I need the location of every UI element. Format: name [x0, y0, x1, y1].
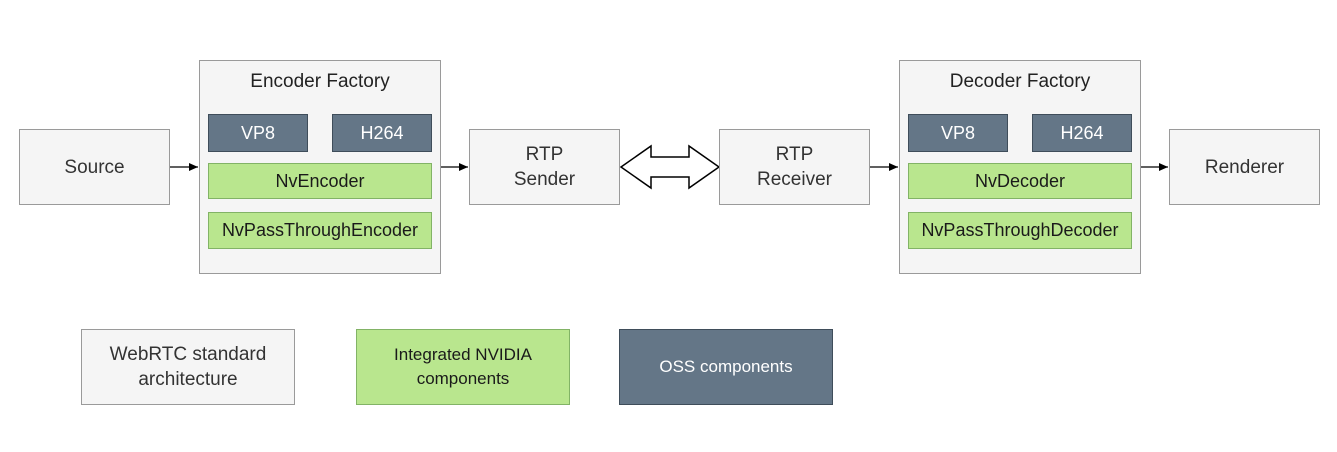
encoder-vp8: VP8	[208, 114, 308, 152]
legend-standard: WebRTC standard architecture	[81, 329, 295, 405]
legend-oss: OSS components	[619, 329, 833, 405]
renderer-label: Renderer	[1204, 156, 1285, 178]
bidirectional-rtp-arrow	[619, 144, 721, 190]
rtp-sender-label: RTP Sender	[513, 144, 576, 190]
source-node: Source	[19, 129, 170, 205]
decoder-vp8-label: VP8	[940, 122, 976, 143]
nv-passthrough-decoder-label: NvPassThroughDecoder	[921, 220, 1119, 240]
legend-standard-label: WebRTC standard architecture	[109, 344, 267, 390]
encoder-vp8-label: VP8	[240, 122, 276, 143]
rtp-receiver: RTP Receiver	[719, 129, 870, 205]
nv-encoder: NvEncoder	[208, 163, 432, 199]
source-label: Source	[64, 156, 125, 178]
renderer-node: Renderer	[1169, 129, 1320, 205]
rtp-receiver-label: RTP Receiver	[757, 144, 832, 190]
nv-passthrough-encoder-label: NvPassThroughEncoder	[221, 220, 419, 240]
decoder-factory-title: Decoder Factory	[949, 71, 1091, 92]
nv-decoder: NvDecoder	[908, 163, 1132, 199]
rtp-sender: RTP Sender	[469, 129, 620, 205]
nv-passthrough-decoder: NvPassThroughDecoder	[908, 212, 1132, 249]
nv-passthrough-encoder: NvPassThroughEncoder	[208, 212, 432, 249]
legend-nvidia: Integrated NVIDIA components	[356, 329, 570, 405]
encoder-factory-title: Encoder Factory	[250, 71, 390, 92]
encoder-h264: H264	[332, 114, 432, 152]
legend-nvidia-label: Integrated NVIDIA components	[394, 345, 532, 388]
decoder-vp8: VP8	[908, 114, 1008, 152]
encoder-h264-label: H264	[360, 122, 404, 143]
nv-decoder-label: NvDecoder	[974, 170, 1066, 191]
nv-encoder-label: NvEncoder	[275, 170, 365, 191]
legend-oss-label: OSS components	[659, 357, 793, 376]
decoder-h264-label: H264	[1060, 122, 1104, 143]
decoder-h264: H264	[1032, 114, 1132, 152]
